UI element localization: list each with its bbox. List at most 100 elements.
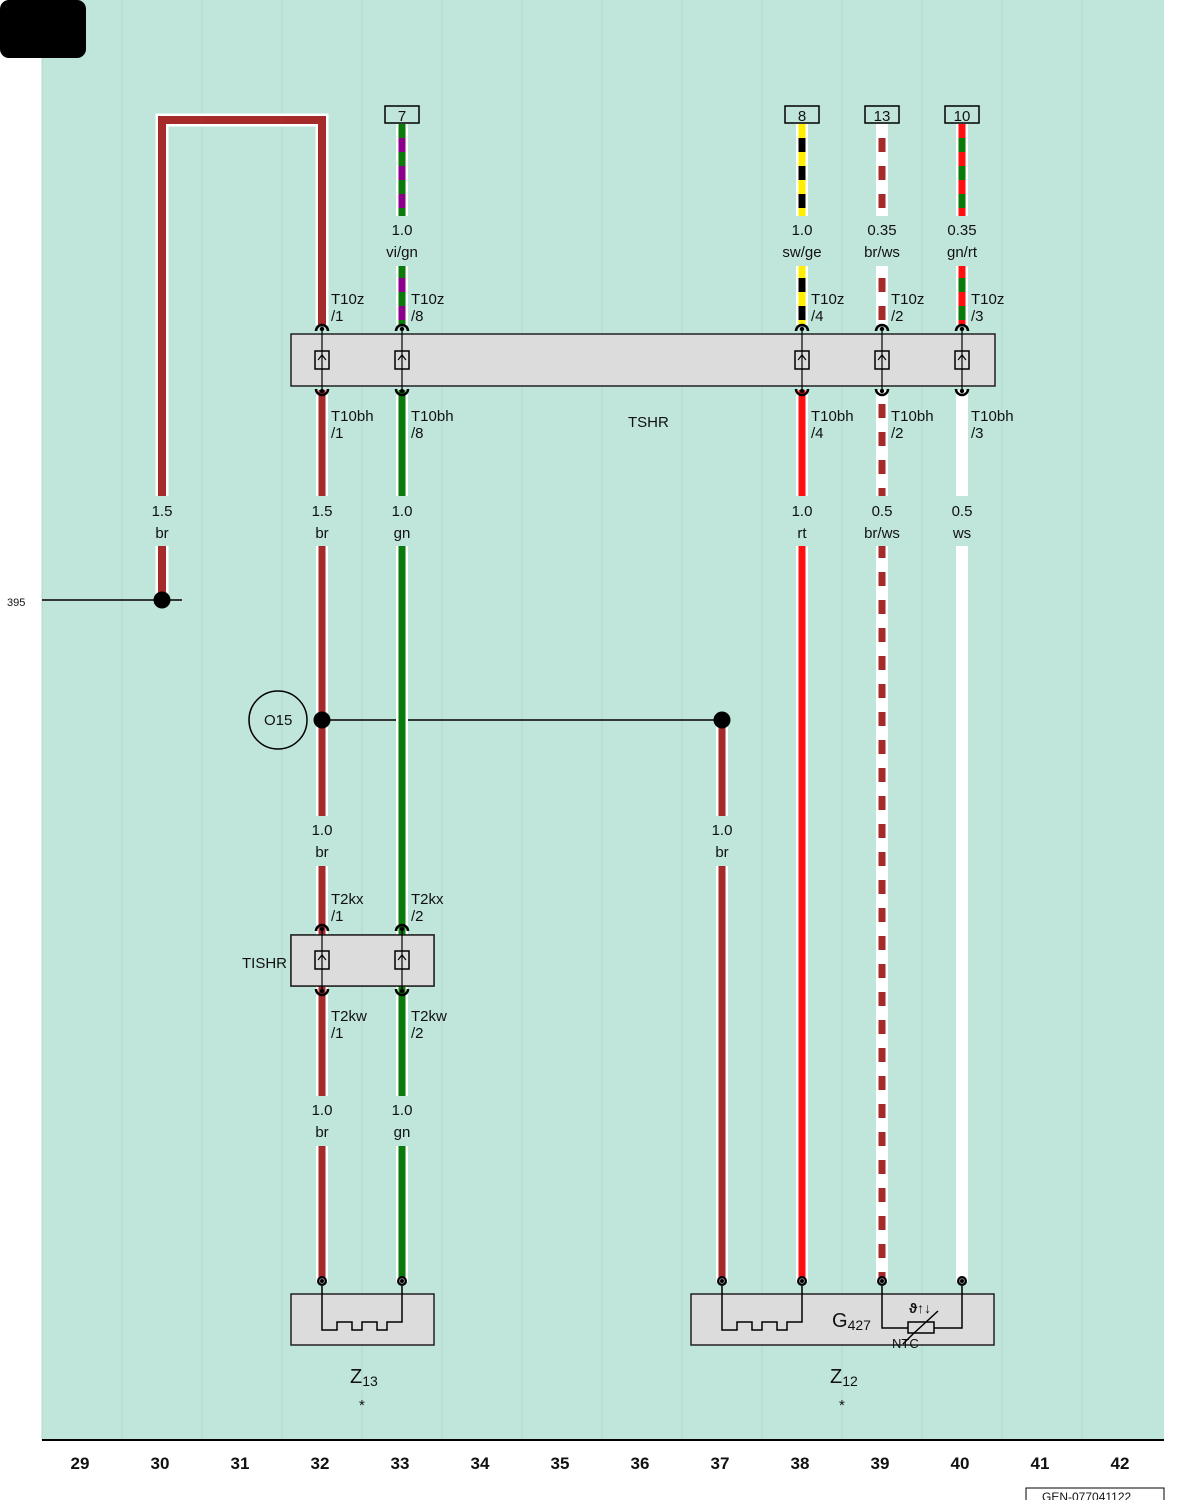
splice-o15-label: O15 bbox=[264, 712, 292, 729]
column-number: 30 bbox=[151, 1454, 170, 1473]
tshr-pin-upper-name: T10z bbox=[891, 291, 924, 308]
junction-dot bbox=[313, 711, 331, 729]
corner-tab bbox=[0, 0, 86, 58]
wire-label-gap bbox=[955, 216, 969, 266]
wires bbox=[155, 113, 969, 1282]
wire-37-low-color: br bbox=[715, 844, 728, 861]
junction-dot bbox=[713, 711, 731, 729]
tishr-pin-lower-pin-label: /2 bbox=[411, 1025, 424, 1042]
overlay: 1.5br1.5br1.0vi/gn1.0gn1.0sw/ge1.0rt0.35… bbox=[152, 105, 1014, 1286]
column-grid bbox=[41, 0, 1083, 1440]
tshr-pin-upper-pin-label: /3 bbox=[971, 308, 984, 325]
tishr-pin-contact-arrow bbox=[317, 954, 327, 961]
terminal-eyelet-ring bbox=[959, 1278, 965, 1284]
column-number: 42 bbox=[1111, 1454, 1130, 1473]
tshr-pin-upper-socket bbox=[394, 323, 410, 332]
wire-40-top-size: 0.35 bbox=[947, 222, 976, 239]
tshr-pin-lower-name: T10bh bbox=[971, 408, 1014, 425]
tshr-pin-upper-pin-label: /8 bbox=[411, 308, 424, 325]
tishr-pin-lower-pin-label: /1 bbox=[331, 1025, 344, 1042]
top-ref-number: 13 bbox=[874, 108, 891, 125]
tshr-pin-lower-socket bbox=[314, 388, 330, 397]
tshr-pin-lower-pin-label: /8 bbox=[411, 425, 424, 442]
wire-30-color: br bbox=[155, 525, 168, 542]
column-number: 37 bbox=[711, 1454, 730, 1473]
wire-39-top-size: 0.35 bbox=[867, 222, 896, 239]
z13-heater-box bbox=[290, 1293, 435, 1346]
tishr-pin-upper-socket bbox=[394, 923, 410, 932]
wire-33-top-color: vi/gn bbox=[386, 244, 418, 261]
tshr-pin-upper-pin-label: /4 bbox=[811, 308, 824, 325]
top-ref-box bbox=[784, 105, 820, 124]
tshr-pin-lower-pin-label: /1 bbox=[331, 425, 344, 442]
z12-heater-element-symbol bbox=[721, 1286, 803, 1331]
tshr-pin-contact-box bbox=[794, 350, 810, 370]
g427-wire-right bbox=[934, 1286, 963, 1329]
tshr-pin-upper-pin-label: /2 bbox=[891, 308, 904, 325]
wire-39-mid-color: br/ws bbox=[864, 525, 900, 542]
tshr-pin-lower-socket bbox=[394, 388, 410, 397]
wire-38-mid-color: rt bbox=[797, 525, 807, 542]
column-number: 40 bbox=[951, 1454, 970, 1473]
ntc-variable-arrow bbox=[902, 1310, 939, 1345]
tshr-pin-lower-pin-label: /3 bbox=[971, 425, 984, 442]
tshr-pin-lower-name: T10bh bbox=[411, 408, 454, 425]
z13-label: Z13 bbox=[350, 1366, 378, 1389]
tshr-pin-contact-box bbox=[954, 350, 970, 370]
tishr-label: TISHR bbox=[242, 955, 287, 972]
wire-38-mid-size: 1.0 bbox=[792, 503, 813, 520]
tshr-pin-contact-arrow bbox=[317, 354, 327, 361]
tshr-pin-contact-arrow bbox=[797, 354, 807, 361]
g427-wire-left bbox=[881, 1286, 908, 1329]
terminal-eyelet-ring bbox=[319, 1278, 325, 1284]
terminal-eyelet bbox=[397, 1276, 407, 1286]
tshr-pin-upper-pin-label: /1 bbox=[331, 308, 344, 325]
tshr-pin-contact-arrow bbox=[957, 354, 967, 361]
tishr-pin-contact-arrow bbox=[397, 954, 407, 961]
column-number: 38 bbox=[791, 1454, 810, 1473]
tshr-pin-upper-name: T10z bbox=[811, 291, 844, 308]
terminal-eyelet bbox=[717, 1276, 727, 1286]
wire-32-top-color: br bbox=[315, 525, 328, 542]
tshr-pin-lower-pin-label: /2 bbox=[891, 425, 904, 442]
wire-32-bot-color: br bbox=[315, 1124, 328, 1141]
wire-label-gap bbox=[395, 216, 409, 266]
wire-label-gap bbox=[395, 496, 409, 546]
wire-33-mid-color: gn bbox=[394, 525, 411, 542]
wire-30-size: 1.5 bbox=[152, 503, 173, 520]
tshr-pin-contact-box bbox=[314, 350, 330, 370]
wire-38-top-color: sw/ge bbox=[782, 244, 821, 261]
tshr-label: TSHR bbox=[628, 414, 669, 431]
wire-label-gap bbox=[315, 1096, 329, 1146]
tshr-pin-upper-name: T10z bbox=[971, 291, 1004, 308]
splice-o15-ring bbox=[248, 690, 308, 750]
wire-37-low-size: 1.0 bbox=[712, 822, 733, 839]
g427-label: G427 bbox=[832, 1310, 871, 1333]
wire-loop-core bbox=[158, 116, 326, 600]
terminal-eyelet-ring bbox=[879, 1278, 885, 1284]
top-ref-box bbox=[864, 105, 900, 124]
tishr-pin-contact-box bbox=[314, 950, 330, 970]
wire-33-bot-size: 1.0 bbox=[392, 1102, 413, 1119]
top-ref-box bbox=[384, 105, 420, 124]
top-ref-box bbox=[944, 105, 980, 124]
z12-heater-box bbox=[690, 1293, 995, 1346]
tishr-pin-lower-name: T2kw bbox=[331, 1008, 367, 1025]
tshr-pin-contact-box bbox=[394, 350, 410, 370]
junction-dot bbox=[153, 591, 171, 609]
tshr-pin-upper-name: T10z bbox=[331, 291, 364, 308]
wire-40-mid-color: ws bbox=[952, 525, 971, 542]
tshr-pin-lower-socket bbox=[954, 388, 970, 397]
column-number: 34 bbox=[471, 1454, 490, 1473]
tshr-pin-contact-box bbox=[874, 350, 890, 370]
wire-label-gap bbox=[315, 816, 329, 866]
z12-label: Z12 bbox=[830, 1366, 858, 1389]
column-number: 29 bbox=[71, 1454, 90, 1473]
column-number: 32 bbox=[311, 1454, 330, 1473]
wire-39-mid-size: 0.5 bbox=[872, 503, 893, 520]
z13-note: * bbox=[359, 1397, 365, 1414]
wire-label-gap bbox=[795, 216, 809, 266]
tshr-pin-lower-socket bbox=[794, 388, 810, 397]
wire-label-gap bbox=[875, 496, 889, 546]
column-number: 31 bbox=[231, 1454, 250, 1473]
